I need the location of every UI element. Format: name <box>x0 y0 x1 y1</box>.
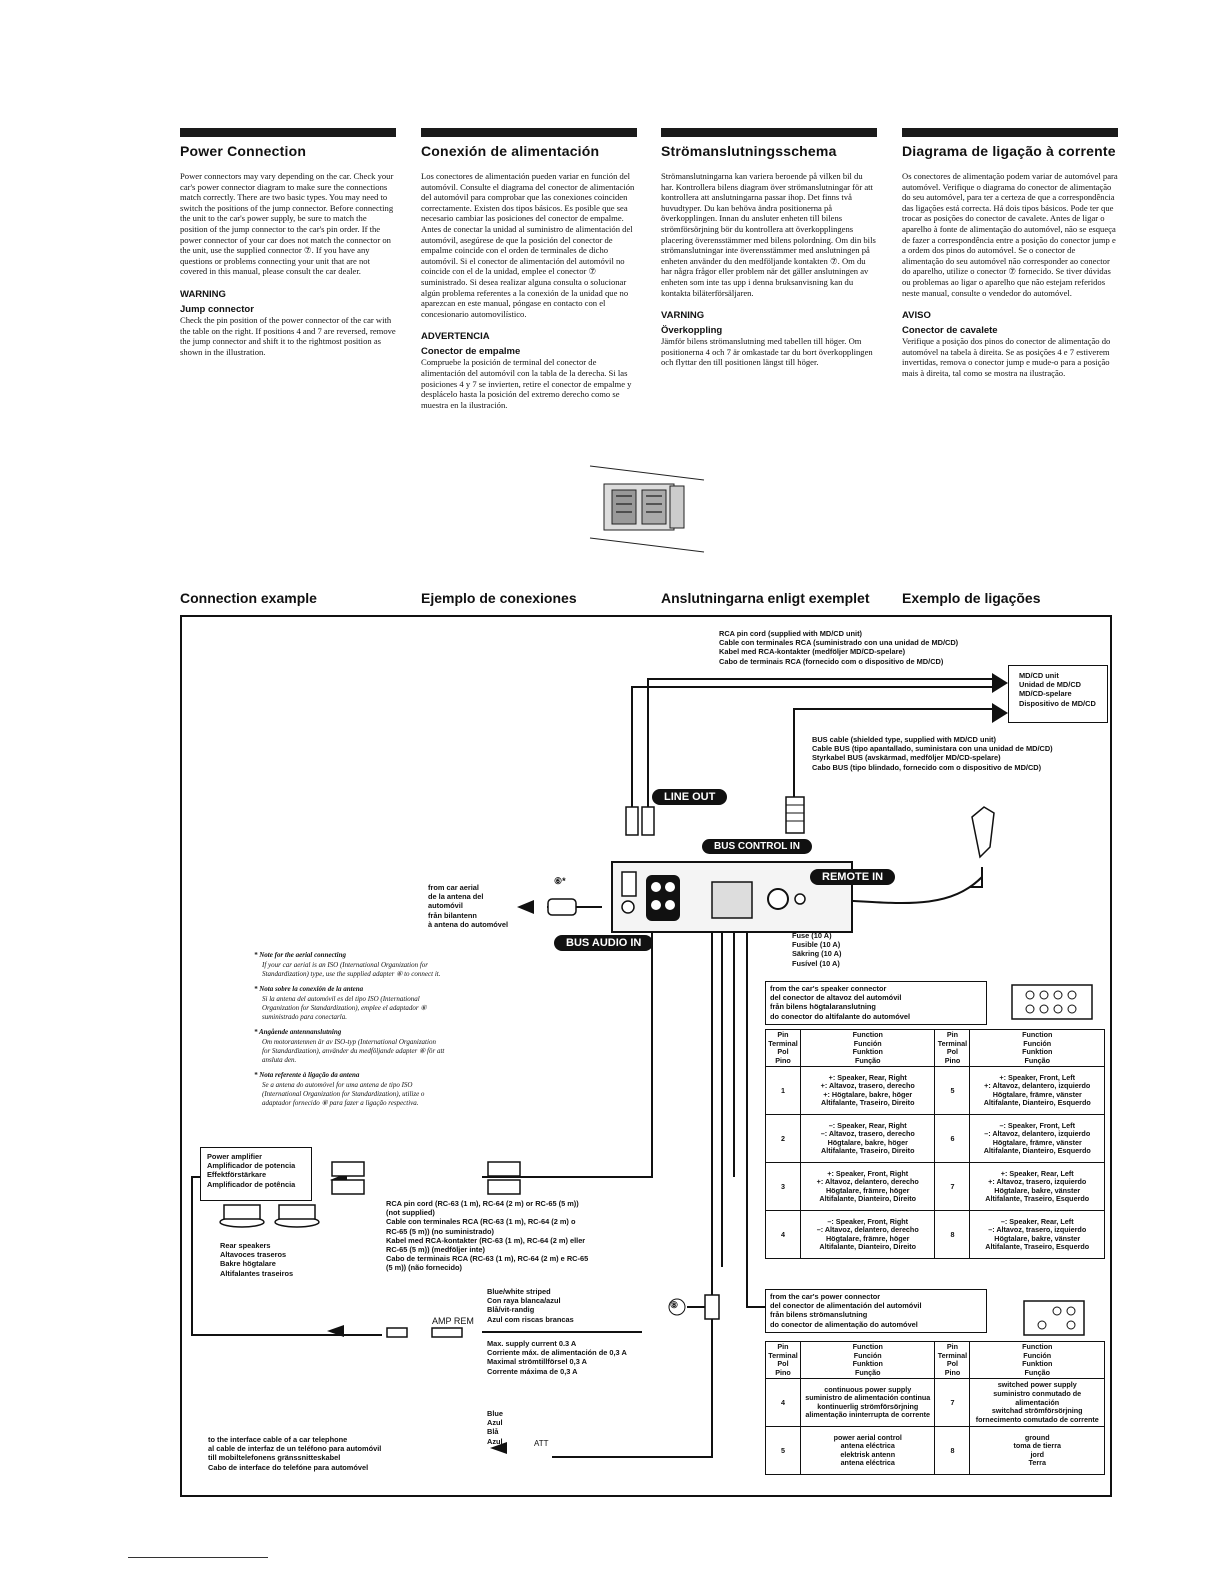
table-row: 3+: Speaker, Front, Right+: Altavoz, del… <box>765 1162 1105 1212</box>
column-body: Power connectors may vary depending on t… <box>180 171 394 277</box>
note-heading: * Nota sobre la conexión de la antena <box>254 985 364 993</box>
note-line: (International Organization for Standard… <box>262 1090 425 1098</box>
note-line: Om motorantennen är av ISO-typ (Internat… <box>262 1038 436 1046</box>
line-out-label: LINE OUT <box>652 789 728 805</box>
warning-heading: WARNING <box>180 288 226 300</box>
note-line: ansluta den. <box>262 1056 297 1064</box>
column-title: Power Connection <box>180 143 307 159</box>
warning-heading: VARNING <box>661 310 705 322</box>
note-line: Organization for Standardization), emple… <box>262 1004 427 1012</box>
connector-8-marker: ⑧ <box>670 1300 679 1310</box>
adapter-6-marker: ⑥* <box>554 876 566 886</box>
att-label: ATT <box>534 1439 549 1448</box>
warning-text: Jämför bilens strömanslutning med tabell… <box>661 336 873 368</box>
table-row: 2–: Speaker, Rear, Right–: Altavoz, tras… <box>765 1114 1105 1164</box>
note-heading: * Nota referente à ligação da antena <box>254 1071 360 1079</box>
rca-bottom-label: RCA pin cord (RC-63 (1 m), RC-64 (2 m) o… <box>386 1199 589 1273</box>
column-3: Diagrama de ligação à corrente Os conecto… <box>902 128 1118 379</box>
note-line: Standardization) type, use the supplied … <box>262 970 441 978</box>
column-body: Os conectores de alimentação podem varia… <box>902 171 1118 298</box>
column-title: Diagrama de ligação à corrente <box>902 143 1116 159</box>
footer-line <box>128 1557 268 1558</box>
column-body: Los conectores de alimentación pueden va… <box>421 171 635 319</box>
title-bar <box>902 128 1118 137</box>
warning-heading: AVISO <box>902 310 931 322</box>
warning-subheading: Conector de cavalete <box>902 325 998 337</box>
warning-subheading: Överkoppling <box>661 325 723 337</box>
title-bar <box>180 128 396 137</box>
bus-audio-in-label: BUS AUDIO IN <box>554 935 654 951</box>
note-line: suministrado para conectarla. <box>262 1013 347 1021</box>
connection-diagram: RCA pin cord (supplied with MD/CD unit)C… <box>180 615 1112 1497</box>
warning-text: Verifique a posição dos pinos do conecto… <box>902 336 1111 378</box>
rca-top-label: RCA pin cord (supplied with MD/CD unit)C… <box>719 629 959 666</box>
section-title-sv: Anslutningarna enligt exemplet <box>661 590 870 606</box>
bus-control-in-label: BUS CONTROL IN <box>702 839 812 854</box>
amp-rem-label: AMP REM <box>432 1316 474 1326</box>
column-body: Strömanslutningarna kan variera beroende… <box>661 171 876 298</box>
note-heading: * Note for the aerial connecting <box>254 951 346 959</box>
section-title-en: Connection example <box>180 590 317 606</box>
telephone-interface-label: to the interface cable of a car telephon… <box>208 1435 382 1472</box>
column-title: Strömanslutningsschema <box>661 143 837 159</box>
table-row: 1+: Speaker, Rear, Right+: Altavoz, tras… <box>765 1066 1105 1116</box>
fuse-label: Fuse (10 A)Fusible (10 A)Säkring (10 A)F… <box>792 931 842 968</box>
note-heading: * Angående antennanslutning <box>254 1028 342 1036</box>
warning-subheading: Conector de empalme <box>421 346 521 358</box>
jump-connector-illustration <box>589 465 705 553</box>
bus-cable-label: BUS cable (shielded type, supplied with … <box>812 735 1053 772</box>
section-title-es: Ejemplo de conexiones <box>421 590 577 606</box>
note-line: Se a antena do automóvel for uma antena … <box>262 1081 413 1089</box>
warning-heading: ADVERTENCIA <box>421 331 490 343</box>
wiring-lines <box>191 673 1093 1458</box>
table-row: 4–: Speaker, Front, Right–: Altavoz, del… <box>765 1210 1105 1260</box>
note-line: If your car aerial is an ISO (Internatio… <box>262 961 428 969</box>
warning-text: Check the pin position of the power conn… <box>180 314 396 357</box>
note-line: for Standardization), använder du medföl… <box>262 1047 445 1055</box>
note-line: Si la antena del automóvil es del tipo I… <box>262 995 420 1003</box>
title-bar <box>661 128 877 137</box>
warning-text: Compruebe la posición de terminal del co… <box>421 357 632 410</box>
column-title: Conexión de alimentación <box>421 143 600 159</box>
section-title-pt: Exemplo de ligações <box>902 590 1041 606</box>
remote-in-label: REMOTE IN <box>810 869 896 885</box>
title-bar <box>421 128 637 137</box>
warning-subheading: Jump connector <box>180 303 254 315</box>
note-line: adaptador fornecido ⑥ para fazer a ligaç… <box>262 1099 419 1107</box>
